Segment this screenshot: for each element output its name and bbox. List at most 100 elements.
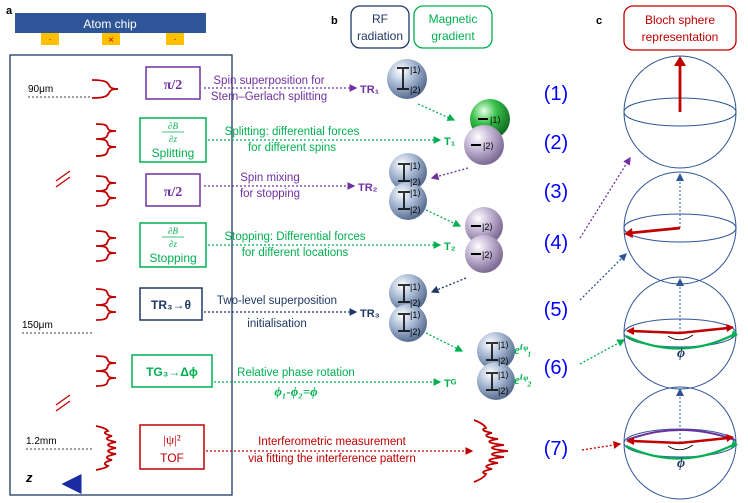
- desc-1-line2: Stern–Gerlach splitting: [211, 91, 327, 103]
- wavepacket-4: [95, 230, 117, 262]
- desc-5-line1: Two-level superposition: [217, 295, 337, 307]
- pi-half-box-2: [145, 173, 201, 207]
- sphere-step6: |1⟩ |2⟩ |1⟩ |2⟩ eⁱᵠ₁ eⁱᵠ₂: [477, 332, 532, 400]
- wavepackets: [91, 79, 119, 471]
- distance-150um: 150μm: [22, 320, 53, 331]
- rf-header-line1: RF: [372, 12, 388, 26]
- desc-2-line1: Splitting: differential forces: [225, 126, 360, 138]
- step-4: (4): [544, 232, 568, 254]
- distance-1.2mm: 1.2mm: [26, 436, 57, 447]
- tof-label: TOF: [160, 451, 184, 465]
- arrow-sphere-1-2: [417, 103, 456, 121]
- wavepacket-3: [95, 175, 117, 207]
- ket-2-s2: |2⟩: [483, 141, 494, 151]
- desc-1-line1: Spin superposition for: [213, 75, 324, 87]
- atom-chip: [15, 13, 206, 33]
- pulse-t1: T₁: [444, 136, 456, 148]
- ket-1a-s3: |1⟩: [410, 161, 421, 171]
- step-6: (6): [544, 357, 568, 379]
- desc-7-line1: Interferometric measurement: [258, 436, 406, 448]
- desc-4-line1: Stopping: Differential forces: [224, 231, 365, 243]
- arrow-sphere-3-4: [425, 209, 462, 227]
- chip-wire-right: [166, 33, 184, 45]
- stopping-box: [139, 222, 207, 268]
- chip-mark-center: ×: [108, 35, 114, 46]
- ket-1b-s3: |1⟩: [410, 188, 421, 198]
- stopping-dB: ∂B: [168, 226, 178, 236]
- pi-half-label-2: π/2: [164, 185, 183, 200]
- ket-2b-s3: |2⟩: [410, 205, 421, 215]
- chip-mark-right: ·: [173, 34, 176, 45]
- desc-4-line2: for different locations: [242, 247, 349, 259]
- bloch-sphere-2: [623, 171, 737, 285]
- pulse-tr3: TR₃: [360, 308, 380, 320]
- tof-box: [139, 424, 205, 470]
- arrow-step4-bloch: [579, 156, 631, 239]
- magnetic-header-line2: gradient: [431, 29, 475, 43]
- tof-psi-label: |ψ|²: [163, 432, 180, 447]
- atom-chip-label: Atom chip: [83, 17, 137, 31]
- bloch-header-box: [623, 5, 737, 51]
- ket-1b-s6: |1⟩: [498, 370, 509, 380]
- wavepacket-2: [95, 123, 117, 157]
- panel-label-c: c: [596, 15, 602, 27]
- phi-label-1: ϕ: [677, 346, 685, 361]
- splitting-dz: ∂z: [169, 134, 177, 144]
- bloch-header-line2: representation: [642, 30, 719, 44]
- step-2: (2): [544, 132, 568, 154]
- pulse-t2: T₂: [444, 241, 456, 253]
- step-1: (1): [544, 83, 568, 105]
- rf-header-line2: radiation: [357, 29, 403, 43]
- splitting-box: [139, 117, 207, 163]
- magnetic-header-line1: Magnetic: [429, 12, 478, 26]
- step-5: (5): [544, 299, 568, 321]
- interference-pattern: [473, 419, 509, 483]
- desc-6-line1: Relative phase rotation: [237, 367, 355, 379]
- tg3-phase-box: [131, 354, 213, 388]
- arrow-sphere-5-6: [425, 332, 464, 352]
- pulse-tr1: TR₁: [360, 84, 380, 96]
- sphere-step1: |1⟩ |2⟩: [387, 59, 427, 99]
- tr3-theta-label: TR₃→θ: [151, 298, 191, 312]
- stopping-dz: ∂z: [169, 239, 177, 249]
- bloch-sphere-4: ϕ: [623, 386, 738, 500]
- ket-1b-s5: |1⟩: [410, 310, 421, 320]
- pi-half-label-1: π/2: [164, 78, 183, 93]
- bloch-header-line1: Bloch sphere: [645, 13, 715, 27]
- ket-2b-s5: |2⟩: [410, 327, 421, 337]
- wavepacket-5: [95, 288, 117, 321]
- sphere-step4: |2⟩ |2⟩: [465, 207, 503, 273]
- panel-label-b: b: [331, 15, 338, 27]
- ket-2a-s5: |2⟩: [410, 298, 421, 308]
- desc-5-line2: initialisation: [247, 318, 306, 330]
- desc-7-line2: via fitting the interference pattern: [248, 453, 416, 465]
- ket-1a-s6: |1⟩: [498, 340, 509, 350]
- chip-wire-center: [102, 33, 120, 45]
- tr3-theta-box: [139, 287, 203, 321]
- sphere-step5: |1⟩ |2⟩ |1⟩ |2⟩: [389, 274, 427, 342]
- ket-2a-s3: |2⟩: [410, 177, 421, 187]
- sphere-step2: |1⟩ |2⟩: [464, 99, 510, 165]
- chip-mark-left: ·: [48, 34, 51, 45]
- pi-half-box-1: [145, 66, 201, 100]
- phase-factor-2: eⁱᵠ₂: [514, 372, 532, 387]
- arrow-step7-bloch: [581, 441, 622, 451]
- step-3: (3): [544, 181, 568, 203]
- splitting-label: Splitting: [152, 146, 195, 160]
- arrow-step6-bloch: [579, 339, 626, 365]
- arrow-step5-bloch: [579, 253, 627, 301]
- wavepacket-6: [95, 355, 117, 387]
- step-7: (7): [544, 438, 568, 460]
- rf-header-box: [350, 5, 410, 49]
- ket-1-s2: |1⟩: [490, 115, 501, 125]
- desc-2-line2: for different spins: [248, 142, 336, 154]
- arrow-sphere-2-3: [430, 167, 469, 181]
- phase-factor-1: eⁱᵠ₁: [514, 342, 532, 357]
- sphere-step3: |1⟩ |2⟩ |1⟩ |2⟩: [389, 153, 427, 220]
- panel-label-a: a: [6, 5, 13, 17]
- wavepacket-7: [95, 425, 117, 471]
- phi-label-2: ϕ: [677, 456, 685, 471]
- ket-1-s1: |1⟩: [410, 65, 421, 75]
- axis-break-1: [55, 170, 71, 188]
